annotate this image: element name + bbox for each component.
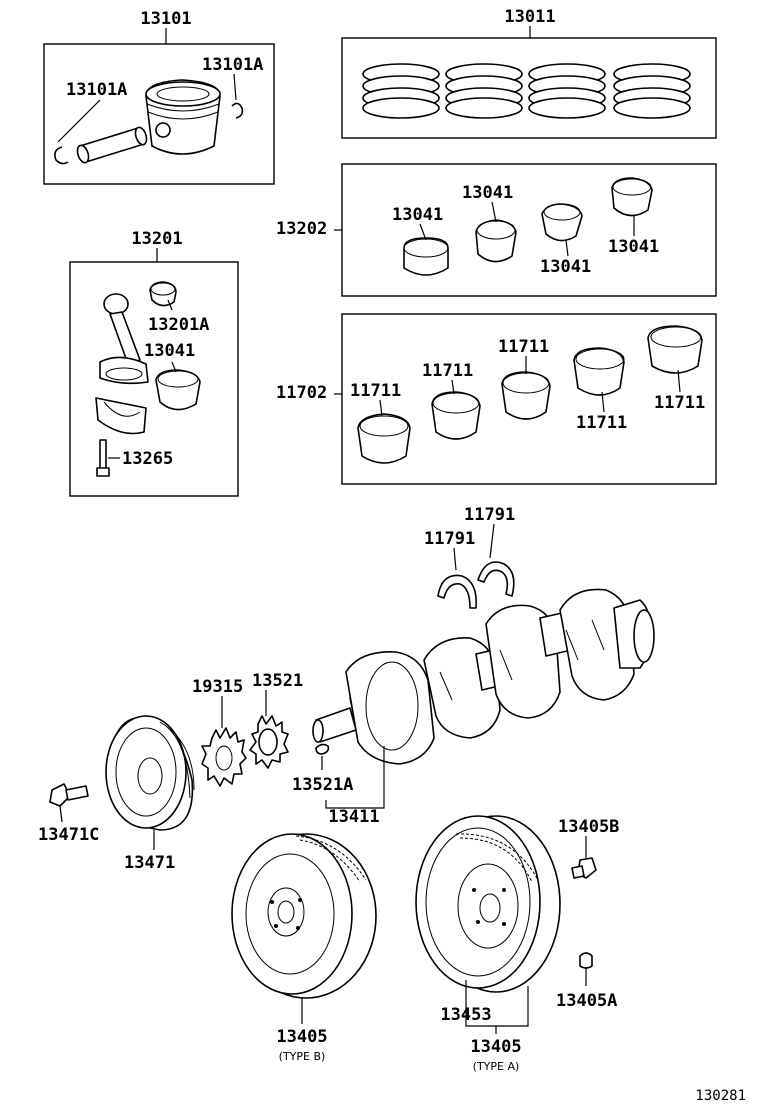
label-conrod-bolt: 13265 bbox=[122, 449, 173, 469]
bearing-shell-icon bbox=[155, 369, 201, 411]
label-flywheel-b: 13405 bbox=[276, 1027, 327, 1047]
bearing-shell-icon bbox=[431, 391, 481, 440]
bearing-shell-icon bbox=[573, 347, 625, 396]
label-main-bearing-3: 11711 bbox=[498, 337, 549, 357]
piston-ring-icon bbox=[362, 63, 440, 119]
piston-ring-icon bbox=[528, 63, 606, 119]
label-piston: 13101 bbox=[140, 9, 191, 29]
bolt-icon bbox=[96, 439, 110, 477]
bearing-shell-icon bbox=[611, 177, 653, 217]
label-thrust-washer-1: 11791 bbox=[424, 529, 475, 549]
label-conrod-bush: 13201A bbox=[148, 315, 209, 335]
crank-pulley-icon bbox=[105, 715, 195, 831]
ring-set-group: 13011 bbox=[341, 7, 717, 139]
piston-ring-icon bbox=[445, 63, 523, 119]
label-main-bearing-5: 11711 bbox=[654, 393, 705, 413]
label-conrod-bearing-3: 13041 bbox=[540, 257, 591, 277]
label-ring-set: 13011 bbox=[504, 7, 555, 27]
bearing-shell-icon bbox=[501, 371, 551, 420]
label-main-bearing-4: 11711 bbox=[576, 413, 627, 433]
label-type-b: (TYPE B) bbox=[279, 1050, 326, 1063]
crank-gear-icon bbox=[249, 715, 289, 769]
label-type-a: (TYPE A) bbox=[473, 1060, 520, 1073]
label-crankshaft: 13411 bbox=[328, 807, 379, 827]
label-piston-pin: 13101A bbox=[66, 80, 127, 100]
crankshaft-icon bbox=[312, 588, 655, 765]
thrust-washer-icon bbox=[437, 574, 478, 609]
pulser-icon bbox=[201, 727, 247, 787]
label-thrust-washer-2: 11791 bbox=[464, 505, 515, 525]
main-bearing-group: 11702 11711 11711 11711 11711 bbox=[276, 313, 717, 485]
crank-key-icon bbox=[315, 743, 330, 755]
label-conrod: 13201 bbox=[131, 229, 182, 249]
label-crank-key: 13521A bbox=[292, 775, 353, 795]
conrod-box bbox=[69, 261, 239, 497]
label-conrod-bearing-set: 13202 bbox=[276, 219, 327, 239]
figure-id: 130281 bbox=[695, 1088, 746, 1104]
bearing-shell-icon bbox=[541, 203, 583, 242]
flywheel-type-a-icon bbox=[415, 815, 561, 993]
label-crank-gear: 13521 bbox=[252, 671, 303, 691]
snap-ring-left-icon bbox=[54, 146, 69, 165]
bearing-shell-icon bbox=[357, 413, 411, 464]
label-conrod-bearing-4: 13041 bbox=[608, 237, 659, 257]
snap-ring-right-icon bbox=[231, 102, 244, 119]
bearing-shell-icon bbox=[647, 325, 703, 374]
pulley-bolt-icon bbox=[49, 783, 89, 807]
conrod-bearing-group: 13202 13041 13041 13041 13041 bbox=[276, 163, 717, 297]
piston-icon bbox=[145, 79, 221, 155]
label-flywheel-bolt: 13405B bbox=[558, 817, 619, 837]
flywheel-bolt-icon bbox=[571, 857, 597, 879]
flywheel-type-b-icon bbox=[231, 833, 377, 999]
label-pulley-bolt: 13471C bbox=[38, 825, 99, 845]
label-snap-ring: 13101A bbox=[202, 55, 263, 75]
label-main-bearing-2: 11711 bbox=[422, 361, 473, 381]
main-bearing-box bbox=[341, 313, 717, 485]
label-conrod-bearing-2: 13041 bbox=[462, 183, 513, 203]
piston-box bbox=[43, 43, 275, 185]
label-conrod-bearing-1: 13041 bbox=[392, 205, 443, 225]
bearing-shell-icon bbox=[403, 237, 449, 276]
thrust-washer-group: 11791 11791 bbox=[424, 505, 515, 609]
rod-cap-icon bbox=[95, 397, 147, 435]
label-main-bearing-1: 11711 bbox=[350, 381, 401, 401]
piston-group: 13101 13101A 13101A bbox=[43, 9, 275, 185]
bearing-shell-icon bbox=[475, 219, 517, 263]
label-conrod-bearing-single: 13041 bbox=[144, 341, 195, 361]
piston-pin-icon bbox=[76, 126, 148, 164]
piston-ring-icon bbox=[613, 63, 691, 119]
connecting-rod-icon bbox=[99, 293, 149, 385]
label-flywheel-a: 13405 bbox=[470, 1037, 521, 1057]
label-pulley: 13471 bbox=[124, 853, 175, 873]
ring-set-box bbox=[341, 37, 717, 139]
conrod-bearing-box bbox=[341, 163, 717, 297]
label-pulser: 19315 bbox=[192, 677, 243, 697]
conrod-bush-icon bbox=[149, 281, 177, 307]
label-flywheel-pin: 13405A bbox=[556, 991, 617, 1011]
conrod-group: 13201 13201A 13041 13265 bbox=[69, 229, 239, 497]
label-main-bearing-set: 11702 bbox=[276, 383, 327, 403]
thrust-washer-icon bbox=[477, 561, 515, 597]
flywheel-pin-icon bbox=[579, 952, 593, 969]
